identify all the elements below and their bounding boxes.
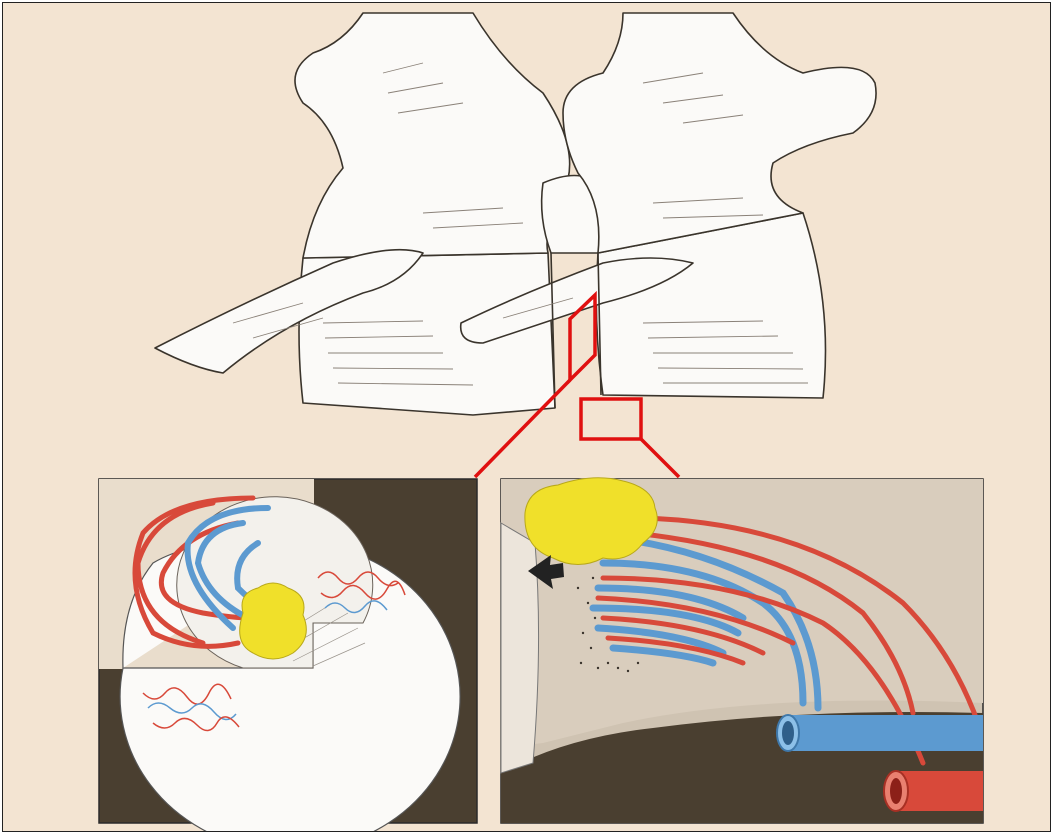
vertebrae-illustration <box>155 13 876 415</box>
cross-section-panel <box>99 479 477 831</box>
lateral-closeup-panel <box>501 478 983 823</box>
main-vein-tube <box>777 715 983 751</box>
right-vertebral-arch <box>563 13 876 253</box>
leader-line-right <box>641 439 679 477</box>
main-artery-tube <box>884 771 983 811</box>
disc-region-box <box>581 399 641 439</box>
spine-diagram <box>3 3 1050 831</box>
left-vertebral-arch <box>295 13 570 258</box>
nodule-left <box>240 583 307 659</box>
